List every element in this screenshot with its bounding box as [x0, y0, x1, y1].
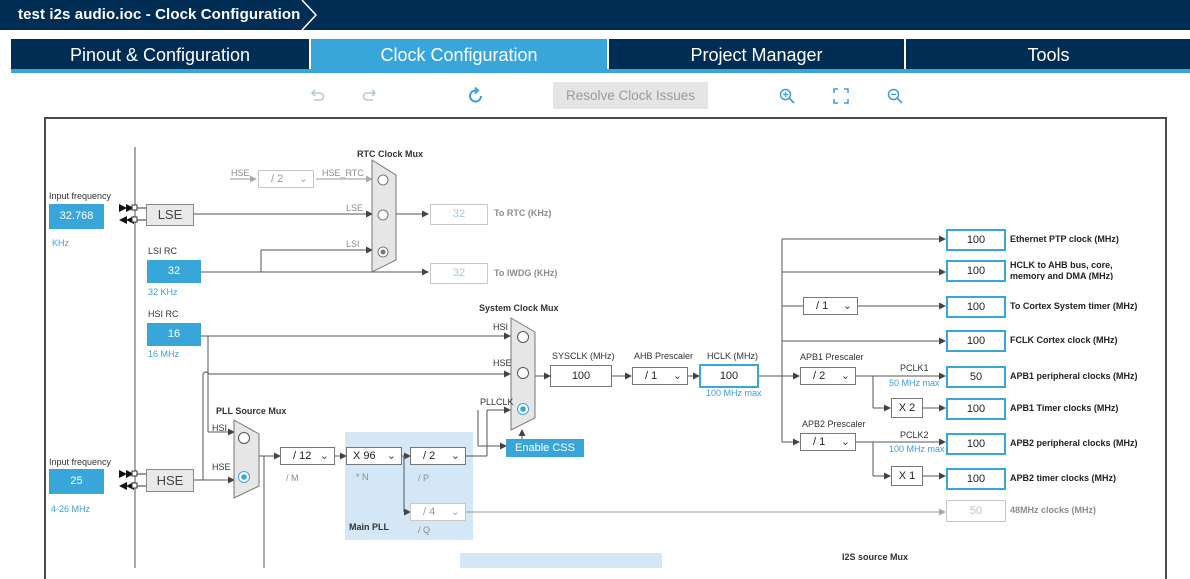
pclk1-max: 50 MHz max — [889, 378, 940, 388]
lse-frequency-input[interactable]: 32.768 — [49, 204, 104, 229]
lse-unit: KHz — [52, 238, 70, 248]
tab-tools[interactable]: Tools — [906, 39, 1190, 69]
apb1-prescaler-select[interactable]: / 2⌄ — [800, 367, 856, 385]
rtc-hse-divider-select[interactable]: / 2⌄ — [258, 170, 314, 188]
sysclk-value: 100 — [550, 365, 612, 387]
hse-oscillator: HSE — [146, 469, 194, 492]
title-bar: test i2s audio.ioc - Clock Configuration — [0, 0, 1190, 30]
enable-css-button[interactable]: Enable CSS — [506, 439, 584, 457]
system-mux-title: System Clock Mux — [479, 303, 559, 313]
main-tabs: Pinout & Configuration Clock Configurati… — [11, 39, 1190, 71]
clk48-label: 48MHz clocks (MHz) — [1010, 505, 1097, 515]
pclk1-label: PCLK1 — [900, 363, 929, 373]
rtc-output-value: 32 — [430, 204, 488, 225]
clk48-value[interactable]: 50 — [946, 500, 1006, 522]
fit-to-screen-icon[interactable] — [830, 84, 852, 108]
system-mux-pllclk-label: PLLCLK — [480, 397, 514, 407]
hclk-input[interactable]: 100 — [699, 364, 759, 388]
tab-project-manager[interactable]: Project Manager — [609, 39, 904, 69]
cortex-system-timer-label: To Cortex System timer (MHz) — [1010, 301, 1138, 311]
rtc-hse-label: HSE — [231, 168, 250, 178]
pll-mux-hse-label: HSE — [212, 462, 231, 472]
rtc-lsi-label: LSI — [346, 239, 360, 249]
apb1-timer-label: APB1 Timer clocks (MHz) — [1010, 403, 1119, 413]
ethernet-ptp-label: Ethernet PTP clock (MHz) — [1010, 234, 1119, 244]
pll-p-divider-select[interactable]: / 2⌄ — [410, 447, 466, 465]
hsi-value: 16 — [147, 323, 201, 346]
apb2-peripheral-label: APB2 peripheral clocks (MHz) — [1010, 438, 1138, 448]
pll-n-multiplier-select[interactable]: X 96⌄ — [346, 447, 402, 465]
hclk-ahb-value[interactable]: 100 — [946, 260, 1006, 282]
hsi-title: HSI RC — [148, 309, 179, 319]
pll-n-label: * N — [356, 472, 369, 482]
cortex-system-timer-value[interactable]: 100 — [946, 296, 1006, 318]
pclk2-label: PCLK2 — [900, 430, 929, 440]
system-mux-hsi-label: HSI — [493, 322, 509, 332]
hclk-label: HCLK (MHz) — [707, 351, 758, 361]
apb1-timer-value[interactable]: 100 — [946, 398, 1006, 420]
iwdg-output-value: 32 — [430, 263, 488, 284]
refresh-icon[interactable] — [465, 84, 487, 108]
undo-icon[interactable] — [306, 84, 328, 108]
iwdg-output-label: To IWDG (KHz) — [494, 268, 558, 278]
apb2-peripheral-value[interactable]: 100 — [946, 433, 1006, 455]
fclk-cortex-value[interactable]: 100 — [946, 330, 1006, 352]
apb2-timer-multiplier: X 1 — [891, 466, 923, 486]
apb1-peripheral-value[interactable]: 50 — [946, 366, 1006, 388]
rtc-lse-label: LSE — [346, 203, 364, 213]
hse-frequency-input[interactable]: 25 — [49, 469, 104, 494]
rtc-mux-title: RTC Clock Mux — [357, 149, 424, 159]
zoom-out-icon[interactable] — [884, 84, 906, 108]
tab-clock-configuration[interactable]: Clock Configuration — [311, 39, 607, 69]
system-mux-hse-label: HSE — [493, 358, 512, 368]
resolve-clock-issues-button[interactable]: Resolve Clock Issues — [553, 82, 708, 109]
apb1-timer-multiplier: X 2 — [891, 398, 923, 418]
hclk-max: 100 MHz max — [706, 388, 762, 398]
rtc-output-label: To RTC (KHz) — [494, 208, 552, 218]
hse-range: 4-26 MHz — [51, 504, 91, 514]
i2s-pll-area — [460, 553, 662, 568]
pll-q-label: / Q — [418, 525, 431, 535]
tab-underline — [11, 69, 1190, 73]
hse-input-frequency-label: Input frequency — [49, 457, 112, 467]
pclk2-max: 100 MHz max — [889, 444, 945, 454]
main-pll-title: Main PLL — [349, 522, 389, 532]
cortex-timer-divider-select[interactable]: / 1⌄ — [803, 297, 858, 315]
apb2-timer-value[interactable]: 100 — [946, 468, 1006, 490]
redo-icon[interactable] — [359, 84, 381, 108]
lse-oscillator: LSE — [146, 204, 194, 226]
apb2-prescaler-label: APB2 Prescaler — [802, 419, 866, 429]
sysclk-label: SYSCLK (MHz) — [552, 351, 615, 361]
pll-q-divider-select[interactable]: / 4⌄ — [410, 503, 466, 521]
apb2-timer-label: APB2 timer clocks (MHz) — [1010, 473, 1117, 483]
zoom-in-icon[interactable] — [776, 84, 798, 108]
pll-m-divider-select[interactable]: / 12⌄ — [280, 447, 335, 465]
apb1-prescaler-label: APB1 Prescaler — [800, 352, 864, 362]
i2s-source-mux-title: I2S source Mux — [842, 552, 909, 562]
hclk-ahb-label: HCLK to AHB bus, core, memory and DMA (M… — [1010, 260, 1114, 280]
window-title: test i2s audio.ioc - Clock Configuration — [18, 6, 301, 23]
lse-input-frequency-label: Input frequency — [49, 191, 112, 201]
lsi-title: LSI RC — [148, 246, 178, 256]
breadcrumb-arrow — [301, 0, 318, 30]
pll-p-label: / P — [418, 473, 430, 483]
tab-pinout-configuration[interactable]: Pinout & Configuration — [11, 39, 309, 69]
hsi-frequency: 16 MHz — [148, 349, 180, 359]
apb2-prescaler-select[interactable]: / 1⌄ — [800, 433, 856, 451]
pll-source-mux-title: PLL Source Mux — [216, 406, 287, 416]
pll-source-mux-shape — [233, 419, 260, 499]
ahb-prescaler-select[interactable]: / 1⌄ — [632, 367, 688, 385]
lsi-value: 32 — [147, 260, 201, 283]
rtc-hse-rtc-label: HSE_RTC — [322, 168, 364, 178]
apb1-peripheral-label: APB1 peripheral clocks (MHz) — [1010, 371, 1138, 381]
lsi-frequency: 32 KHz — [148, 287, 178, 297]
pll-mux-hsi-label: HSI — [212, 423, 228, 433]
pll-m-label: / M — [286, 473, 299, 483]
ahb-prescaler-label: AHB Prescaler — [634, 351, 694, 361]
ethernet-ptp-value[interactable]: 100 — [946, 229, 1006, 251]
fclk-cortex-label: FCLK Cortex clock (MHz) — [1010, 335, 1118, 345]
